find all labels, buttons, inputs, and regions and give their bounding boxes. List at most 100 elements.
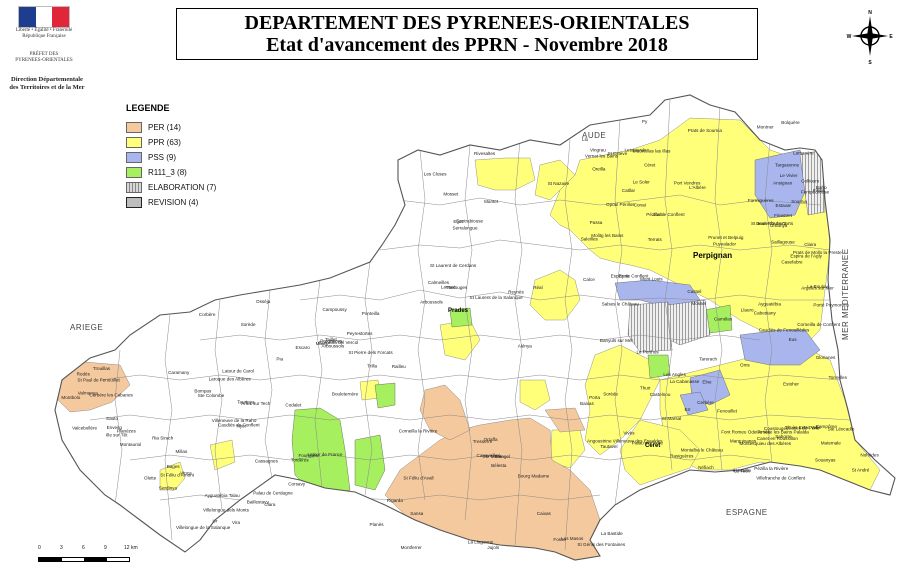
commune-label: Arles sur Tech: [241, 401, 270, 406]
commune-label: Fenouillet: [717, 409, 738, 414]
label-aude: AUDE: [582, 131, 606, 140]
commune-label: Trilla: [367, 364, 377, 369]
commune-label: Ria Sirach: [152, 435, 174, 440]
commune-label: Conat: [634, 203, 647, 208]
commune-label: Valcebollère: [72, 425, 97, 430]
commune-label: Passa: [590, 220, 603, 225]
commune-label: Serralongue: [453, 225, 478, 230]
commune-label: Clara: [264, 502, 275, 507]
commune-label: Tautavel: [600, 444, 617, 449]
commune-label: La Cabanasse: [670, 379, 700, 384]
commune-label: Sournia: [791, 199, 807, 204]
commune-label: Latour de Carol: [222, 368, 254, 373]
commune-label: Montner: [757, 125, 774, 130]
commune-label: Vingrau: [590, 148, 606, 153]
commune-label: Corbère: [199, 312, 216, 317]
commune-label: Sahorre: [775, 434, 792, 439]
commune-label: Cerbère: [697, 400, 714, 405]
commune-label: Souanyas: [815, 458, 836, 463]
commune-label: Trouillas: [93, 366, 111, 371]
commune-label: Fontrabiouse: [456, 218, 483, 223]
commune-label: Vernet les Bains: [585, 154, 619, 159]
commune-label: Jujols: [487, 545, 499, 550]
commune-label: Amélie les Bains Palalda: [758, 430, 809, 435]
commune-label: La Bastide: [601, 531, 623, 536]
commune-label: Baixas: [580, 401, 594, 406]
label-prades: Prades: [448, 308, 469, 314]
legend-item-ppr: PPR (63): [126, 136, 276, 149]
commune-label: Fourques: [299, 453, 319, 458]
commune-label: Baillestavy: [247, 500, 270, 505]
commune-label: Sauto: [106, 416, 118, 421]
title-line2: Etat d'avancement des PPRN - Novembre 20…: [266, 34, 668, 56]
commune-label: Matemale: [821, 441, 842, 446]
commune-label: Bélesta: [491, 463, 507, 468]
commune-label: Canet en Roussillon: [757, 436, 799, 441]
legend-label: PER (14): [148, 123, 181, 132]
commune-label: Ayguatébia Talau: [205, 493, 241, 498]
commune-label: Le Vivier: [780, 173, 798, 178]
commune-label: Thuès Entre Valls: [785, 425, 822, 430]
commune-label: Corsavy: [288, 481, 306, 486]
prefect-line1: PRÉFET DES: [29, 52, 59, 57]
logo-motto: Liberté • Égalité • Fraternité: [15, 28, 73, 33]
commune-label: Fontpédrouse: [801, 190, 830, 195]
commune-label: Elne: [702, 380, 712, 385]
commune-label: Rasiguères: [670, 454, 694, 459]
commune-label: Prats de Mollo la Preste: [793, 250, 842, 255]
commune-label: Sorède: [241, 322, 256, 327]
commune-label: Rigarda: [387, 498, 404, 503]
title-line1: DEPARTEMENT DES PYRENEES-ORIENTALES: [244, 12, 690, 34]
commune-label: St Féliu d'Avall: [403, 476, 433, 481]
commune-label: Le Soler: [633, 180, 651, 185]
commune-label: Targasonne: [775, 162, 799, 167]
commune-label: Eyne: [619, 274, 630, 279]
scale-tick: 0: [38, 545, 41, 551]
commune-label: Formiguères: [748, 198, 774, 203]
commune-label: Saillagouse: [771, 239, 795, 244]
prefecture-logo: Liberté • Égalité • Fraternité Républiqu…: [6, 6, 82, 64]
commune-label: Espira de Conflent: [611, 274, 650, 279]
commune-label: Mont Louis: [640, 277, 663, 282]
label-ariege: ARIEGE: [70, 323, 103, 332]
commune-label: St Génis des Fontaines: [577, 542, 625, 547]
ddtm-label: Direction Départementale des Territoires…: [2, 76, 92, 92]
commune-label: Montferrer: [401, 545, 423, 550]
scale-tick: 3: [60, 545, 63, 551]
label-mer: MER MEDITERRANEE: [841, 248, 850, 340]
commune-label: Taurinya: [237, 399, 255, 404]
commune-label: Coustouges: [764, 426, 789, 431]
commune-label: Calmeilles: [428, 280, 450, 285]
commune-label: Corneilla del Vercol: [319, 340, 359, 345]
commune-label: Maureillas las Illas: [633, 148, 671, 153]
commune-label: Pézilla la Rivière: [754, 466, 788, 471]
commune-label: Py: [642, 119, 648, 124]
commune-label: Tordères: [291, 458, 310, 463]
commune-label: Joch: [653, 212, 663, 217]
commune-label: Vira: [232, 520, 241, 525]
scale-tick: 12 km: [124, 545, 138, 551]
commune-label: Bages: [167, 464, 181, 469]
commune-label: Prats de Sournia: [688, 128, 723, 133]
commune-label: Baho: [816, 185, 827, 190]
compass-east: E: [889, 34, 893, 40]
legend-label: REVISION (4): [148, 198, 199, 207]
commune-label: Le Boulou: [807, 284, 828, 289]
logo-republic: République Française: [22, 34, 66, 39]
commune-label: Nohèdes: [860, 453, 879, 458]
commune-label: Bompas: [194, 389, 212, 394]
commune-label: Font Romeu Odeillo Via: [721, 429, 770, 434]
commune-label: Estavar: [776, 203, 792, 208]
legend-title: LEGENDE: [126, 103, 170, 113]
legend-label: ELABORATION (7): [148, 183, 217, 192]
commune-label: Laroque des Albères: [209, 377, 252, 382]
commune-label: Railleu: [392, 364, 406, 369]
commune-label: Vivès: [623, 431, 635, 436]
legend-item-per: PER (14): [126, 121, 276, 134]
commune-label: Catllar: [622, 188, 636, 193]
legend-label: PSS (9): [148, 153, 177, 162]
commune-label: Thuir: [640, 386, 651, 391]
commune-label: Glorianes: [816, 355, 836, 360]
commune-label: Palau del Vidre: [632, 441, 664, 446]
